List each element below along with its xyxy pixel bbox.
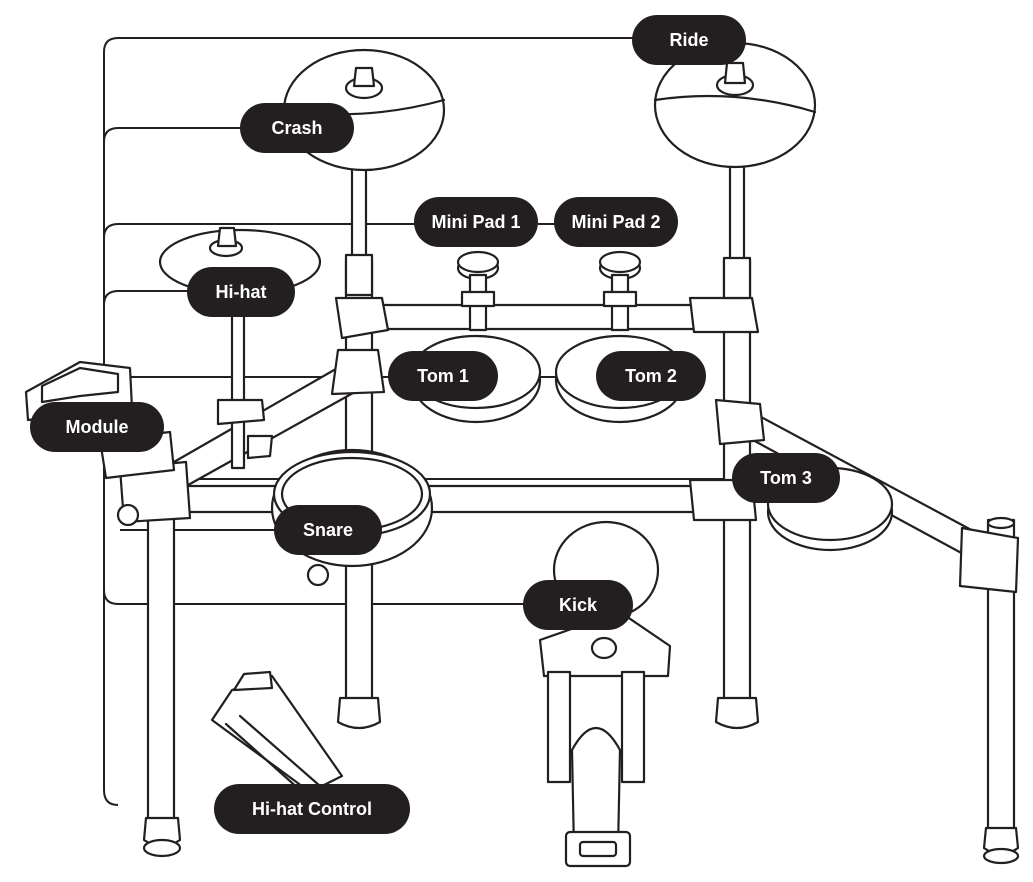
label-tom-2: Tom 2 [596,351,706,401]
hihat-cymbal [158,226,322,470]
label-hihat: Hi-hat [187,267,295,317]
label-tom-1: Tom 1 [388,351,498,401]
kick-pad [538,520,672,868]
label-mini-pad-1: Mini Pad 1 [414,197,538,247]
label-hihat-control: Hi-hat Control [214,784,410,834]
label-snare: Snare [274,505,382,555]
ride-cymbal [653,41,817,300]
label-module: Module [30,402,164,452]
leader-lines [100,37,738,806]
mini-pad-1 [456,250,500,332]
label-crash: Crash [240,103,354,153]
label-ride: Ride [632,15,746,65]
hihat-pedal [210,670,344,794]
label-mini-pad-2: Mini Pad 2 [554,197,678,247]
label-tom-3: Tom 3 [732,453,840,503]
label-kick: Kick [523,580,633,630]
mini-pad-2 [598,250,642,332]
